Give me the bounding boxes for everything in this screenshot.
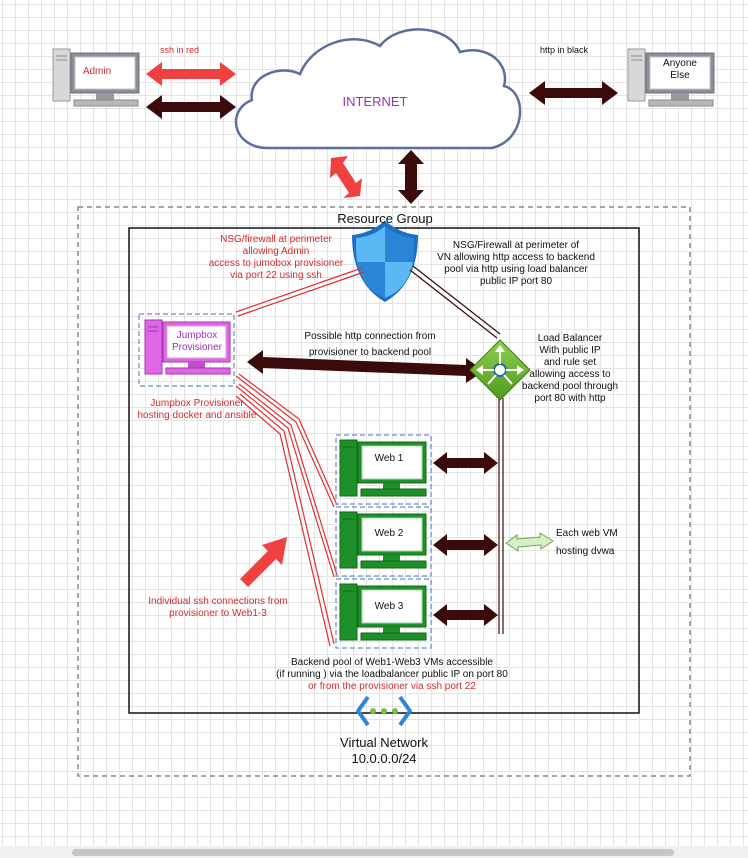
nsg-vn-note: NSG/Firewall at perimeter of VN allowing…: [437, 240, 595, 287]
web3-vm: [335, 578, 432, 649]
nsg-admin-note: NSG/firewall at perimeter allowing Admin…: [208, 234, 344, 281]
web2-label: Web 2: [374, 528, 404, 539]
nsg-shield-icon: [352, 221, 418, 302]
virtual-network-label: Virtual Network 10.0.0.0/24: [340, 735, 428, 766]
admin-computer-icon: [52, 48, 140, 107]
http-line-lb-to-pool: [498, 398, 504, 634]
internet-cloud: [234, 28, 522, 150]
ssh-lines-jumpbox-to-webs: [235, 373, 338, 647]
possible-http-note: Possible http connection from provisione…: [304, 331, 436, 358]
anyone-http-arrow: [529, 81, 618, 105]
each-web-pointer-arrow: [505, 532, 554, 552]
http-legend: http in black: [540, 45, 589, 55]
resource-group-boundary: [77, 206, 691, 777]
anyone-else-label: Anyone Else: [663, 58, 697, 81]
jumpbox-lb-http-arrow: [247, 350, 484, 383]
resource-group-label: Resource Group: [337, 211, 433, 226]
horizontal-scrollbar-thumb[interactable]: [72, 849, 674, 856]
internet-http-arrow: [398, 150, 424, 204]
load-balancer-icon: [469, 339, 531, 401]
jumpbox-desc-note: Jumpbox Provisioner hosting docker and a…: [137, 398, 257, 421]
load-balancer-note: Load Balancer With public IP and rule se…: [521, 333, 619, 404]
backend-pool-note: Backend pool of Web1-Web3 VMs accessible…: [276, 657, 508, 692]
jumpbox-dashed-box: [138, 313, 235, 387]
admin-ssh-arrow: [146, 62, 236, 86]
jumpbox-label: Jumpbox Provisioner: [171, 330, 223, 353]
admin-http-arrow: [146, 95, 236, 119]
admin-label: Admin: [82, 66, 112, 77]
ssh-line-shield-to-jumpbox: [235, 267, 365, 317]
http-line-shield-to-lb: [409, 265, 501, 339]
individual-ssh-note: Individual ssh connections from provisio…: [148, 596, 288, 619]
jumpbox-computer-icon: [144, 319, 231, 375]
each-web-note: Each web VM hosting dvwa: [556, 528, 618, 557]
web2-vm: [335, 506, 432, 577]
web1-label: Web 1: [374, 453, 404, 464]
virtual-network-icon: [356, 695, 412, 727]
internet-label: INTERNET: [342, 94, 408, 109]
individual-ssh-pointer-arrow: [240, 537, 287, 587]
ssh-legend: ssh in red: [160, 45, 200, 55]
anyone-else-computer-icon: [627, 48, 715, 107]
web-http-arrows: [433, 452, 498, 626]
internet-ssh-arrow: [330, 156, 362, 198]
web1-vm: [335, 434, 432, 505]
web3-label: Web 3: [374, 601, 404, 612]
